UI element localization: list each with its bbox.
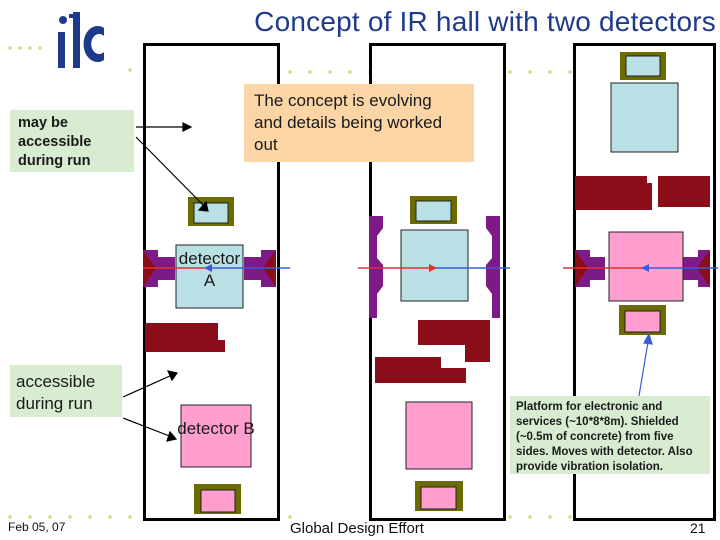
platform-b-middle (415, 481, 463, 511)
ilc-logo-mark (58, 12, 104, 68)
note-concept-evolving: The concept is evolving and details bein… (244, 84, 474, 162)
shield-middle-right (486, 216, 500, 318)
note-accessible-during-run: accessible during run (10, 365, 122, 417)
detector-b-box (180, 404, 252, 468)
platform-a-left (188, 197, 234, 226)
footer-date: Feb 05, 07 (8, 520, 66, 534)
platform-a-right (620, 52, 666, 80)
beam-lines (143, 264, 718, 272)
detector-a-box (175, 244, 244, 309)
platform-a-middle (410, 196, 457, 224)
page-title: Concept of IR hall with two detectors (254, 6, 716, 37)
detector-a-middle (400, 229, 469, 302)
concrete-block-middle (418, 320, 490, 362)
concrete-block-right-1 (575, 176, 652, 210)
annotation-arrows (122, 122, 653, 442)
detector-a-right (610, 82, 679, 153)
concrete-block-right-2 (658, 176, 710, 207)
shield-middle-left (369, 216, 383, 318)
concrete-block-left (145, 323, 225, 352)
concrete-block-middle-2 (375, 357, 466, 383)
detector-b-middle (405, 401, 473, 470)
detector-b-label: detector B (177, 419, 255, 438)
platform-b-left (194, 484, 241, 514)
detector-a-label: detector A (178, 249, 241, 290)
platform-b-right (619, 305, 666, 335)
note-may-be-accessible: may be accessible during run (10, 110, 134, 172)
page-number: 21 (690, 520, 706, 536)
footer-center: Global Design Effort (290, 520, 424, 537)
note-platform: Platform for electronic and services (~1… (510, 396, 710, 474)
